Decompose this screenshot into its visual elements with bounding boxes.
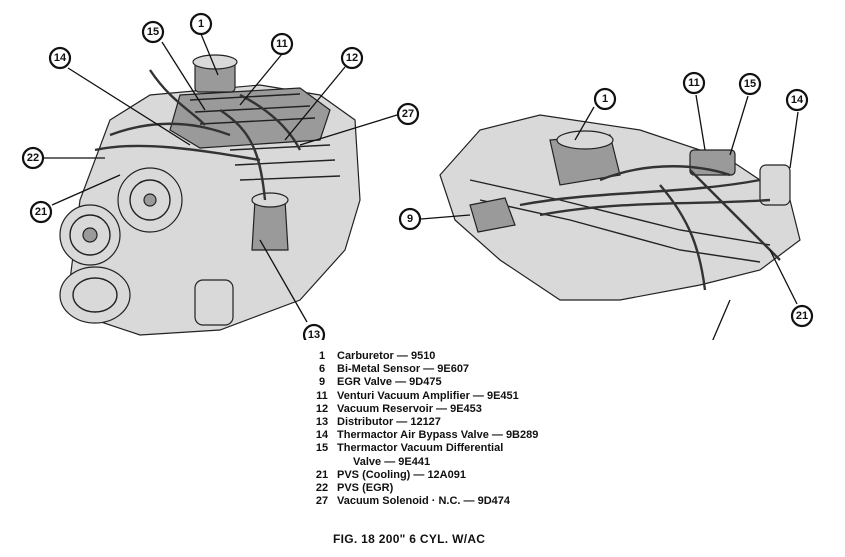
callout-label: 22 (27, 152, 39, 164)
callout-left-22: 22 (21, 146, 45, 170)
callout-left-12: 12 (340, 46, 364, 70)
right-leader-lines (420, 94, 799, 340)
legend-text: Vacuum Solenoid · N.C. — 9D474 (337, 495, 510, 508)
callout-label: 12 (346, 52, 358, 64)
legend-row: 1 Carburetor — 9510 (307, 350, 538, 363)
callout-label: 13 (308, 329, 320, 340)
callout-label: 15 (147, 26, 159, 38)
legend-row: 13 Distributor — 12127 (307, 416, 538, 429)
legend-text: Thermactor Air Bypass Valve — 9B289 (337, 429, 539, 442)
callout-label: 21 (35, 206, 47, 218)
legend-text: PVS (EGR) (337, 481, 394, 494)
callout-left-11: 11 (270, 32, 294, 56)
legend-row: Valve — 9E441 (307, 456, 538, 469)
callout-right-11: 11 (682, 71, 706, 95)
legend-number: 9 (318, 376, 326, 389)
parts-legend: 1 Carburetor — 9510 6 Bi-Metal Sensor — 9E… (307, 350, 538, 508)
legend-number: 27 (315, 495, 329, 508)
legend-row: 6 Bi-Metal Sensor — 9E607 (307, 363, 538, 376)
left-engine-illustration (59, 54, 361, 336)
legend-text: EGR Valve — 9D475 (337, 376, 442, 389)
legend-row: 11 Venturi Vacuum Amplifier — 9E451 (307, 390, 538, 403)
left-leader-lines (44, 33, 398, 323)
legend-text: Venturi Vacuum Amplifier — 9E451 (337, 389, 519, 402)
callout-right-21: 21 (790, 304, 814, 328)
legend-number: 12 (315, 402, 329, 415)
callout-right-1: 1 (593, 87, 617, 111)
legend-number: 1 (318, 350, 326, 362)
legend-number: 15 (315, 442, 329, 455)
legend-text: Bi-Metal Sensor — 9E607 (337, 363, 470, 376)
callout-label: 11 (276, 38, 288, 50)
callout-label: 1 (198, 18, 204, 30)
callout-label: 21 (796, 310, 808, 322)
callout-left-21: 21 (29, 200, 53, 224)
legend-row: 12 Vacuum Reservoir — 9E453 (307, 403, 538, 416)
callout-left-13: 13 (302, 323, 326, 340)
callout-left-15: 15 (141, 20, 165, 44)
legend-number: 14 (315, 429, 329, 442)
legend-row: 15 Thermactor Vacuum Differential (307, 442, 538, 455)
legend-row: 9 EGR Valve — 9D475 (307, 376, 538, 389)
callout-label: 14 (54, 52, 67, 64)
callout-right-9: 9 (398, 207, 422, 231)
engine-vacuum-diagram: 1 15 11 14 12 27 22 21 13 1 11 15 14 9 2… (21, 12, 814, 340)
callout-label: 1 (602, 93, 608, 105)
legend-number: 6 (318, 363, 326, 376)
legend-number: 21 (315, 468, 329, 481)
legend-number (307, 456, 337, 469)
callout-label: 27 (402, 108, 414, 120)
legend-row: 14 Thermactor Air Bypass Valve — 9B289 (307, 429, 538, 442)
callout-label: 11 (688, 77, 700, 89)
callout-right-15: 15 (738, 72, 762, 96)
callout-label: 15 (744, 78, 756, 90)
legend-number: 13 (315, 415, 329, 428)
legend-row: 27 Vacuum Solenoid · N.C. — 9D474 (307, 495, 538, 508)
legend-text: Thermactor Vacuum Differential (337, 442, 504, 455)
legend-text: Carburetor — 9510 (337, 350, 436, 362)
legend-text: Vacuum Reservoir — 9E453 (337, 402, 482, 415)
callout-right-14: 14 (785, 88, 809, 112)
legend-text: Distributor — 12127 (337, 415, 441, 428)
legend-row: 21 PVS (Cooling) — 12A091 (307, 469, 538, 482)
callout-label: 14 (791, 94, 804, 106)
legend-number: 11 (316, 389, 328, 402)
callout-left-27: 27 (396, 102, 420, 126)
right-engine-illustration (439, 114, 801, 301)
legend-text: Valve — 9E441 (353, 455, 431, 468)
callout-left-1: 1 (189, 12, 213, 36)
legend-row: 22 PVS (EGR) (307, 482, 538, 495)
figure-caption: FIG. 18 200" 6 CYL. W/AC (333, 532, 486, 546)
legend-text: PVS (Cooling) — 12A091 (337, 468, 466, 481)
callout-label: 9 (407, 213, 413, 225)
legend-number: 22 (315, 481, 329, 494)
callout-left-14: 14 (48, 46, 72, 70)
